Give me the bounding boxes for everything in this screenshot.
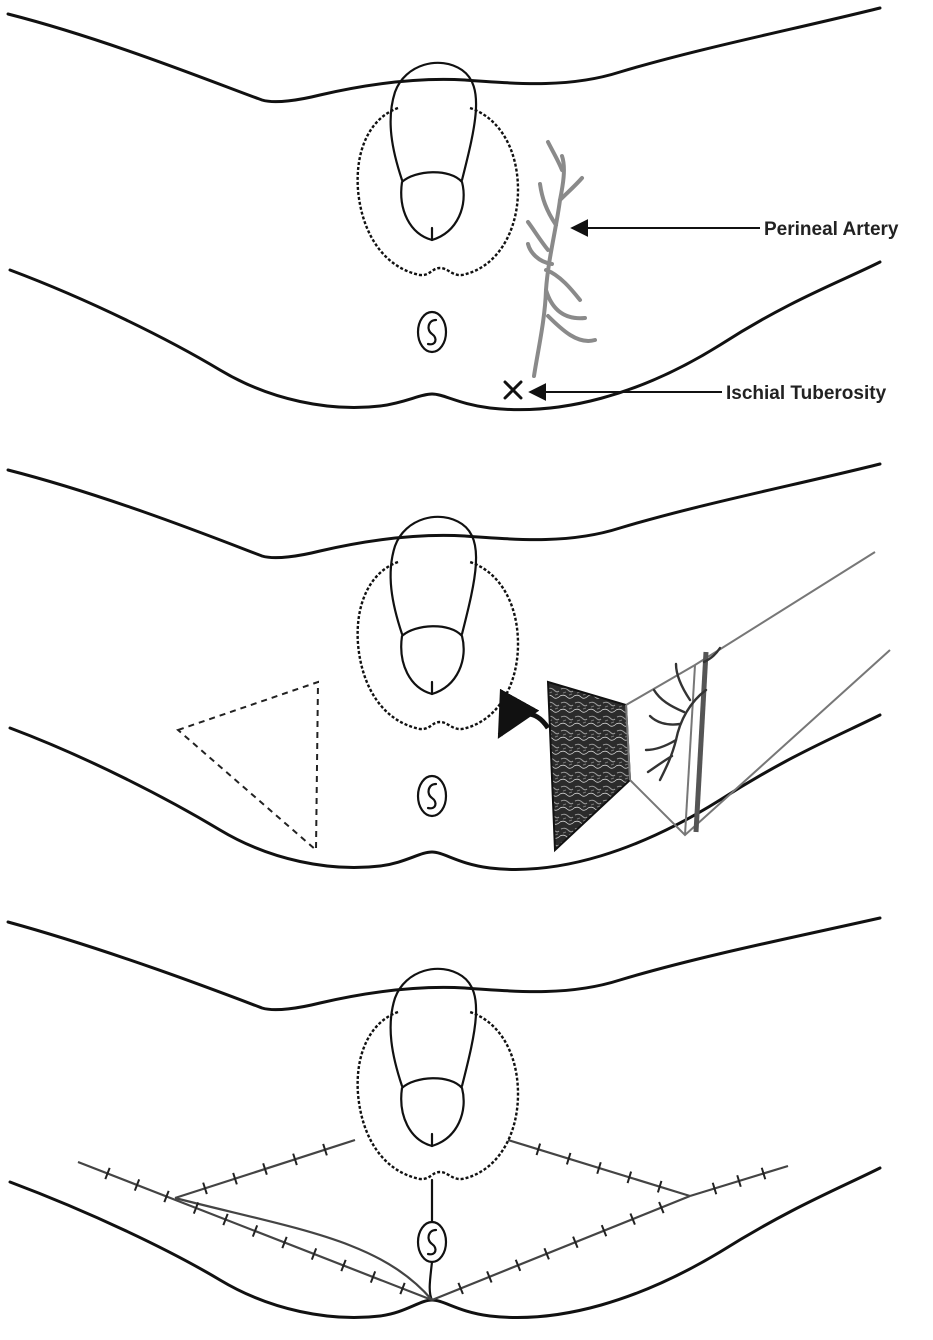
anus-icon [418, 1180, 446, 1300]
scrotum-outline [358, 1012, 518, 1179]
magnified-inset [626, 552, 890, 835]
panel-3-closure [8, 918, 880, 1318]
anus-icon [418, 776, 446, 816]
ischial-tuberosity-label: Ischial Tuberosity [726, 383, 887, 404]
perineal-artery [528, 142, 595, 376]
transposition-arrow [500, 714, 548, 735]
scrotum-outline [358, 108, 518, 275]
anus-icon [418, 312, 446, 352]
upper-thigh-contour [8, 8, 880, 102]
perineal-artery-label: Perineal Artery [764, 219, 899, 240]
panel-1-anatomy: Perineal Artery Ischial Tuberosity [8, 8, 899, 410]
scrotum-outline [358, 562, 518, 729]
panel-2-flap-transposition [8, 464, 890, 869]
ischial-tuberosity-marker [505, 382, 521, 398]
flap-tissue [548, 682, 630, 850]
defect-outline [178, 682, 318, 850]
upper-thigh-contour [8, 918, 880, 1010]
upper-thigh-contour [8, 464, 880, 558]
